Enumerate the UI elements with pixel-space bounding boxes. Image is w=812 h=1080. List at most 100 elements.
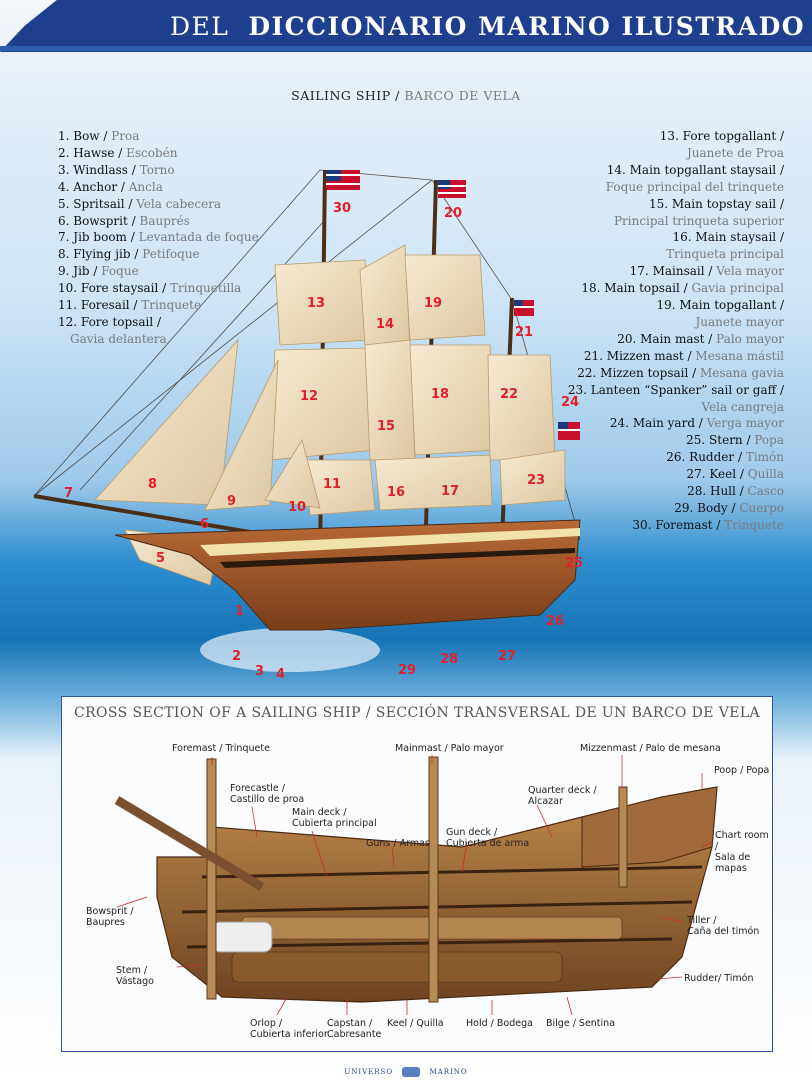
legend-item: 18. Main topsail / Gavia principal (568, 280, 784, 297)
legend-item: 27. Keel / Quilla (568, 466, 785, 483)
footer-left: UNIVERSO (344, 1068, 394, 1076)
legend-item: 5. Spritsail / Vela cabecera (58, 196, 259, 213)
legend-en: 8. Flying jib / (58, 247, 143, 262)
legend-item: 17. Mainsail / Vela mayor (568, 263, 784, 280)
marker-26: 26 (546, 614, 564, 629)
legend-en: 2. Hawse / (58, 145, 127, 160)
legend-en: 11. Foresail / (58, 298, 142, 313)
label-line: Castillo de proa (230, 794, 305, 805)
marker-24: 24 (561, 395, 579, 410)
legend-item: Vela cangreja (568, 399, 784, 416)
legend-es: Trinquetilla (170, 281, 242, 296)
legend-es: Proa (111, 129, 140, 143)
label-line: Baupres (86, 917, 125, 928)
legend-es: Foque principal del trinquete (605, 179, 784, 194)
legend-item: 15. Main topstay sail / (568, 196, 784, 213)
legend-es: Bauprés (139, 213, 190, 228)
legend-item: Foque principal del trinquete (568, 179, 784, 196)
legend-es: Petifoque (142, 247, 200, 262)
marker-12: 12 (300, 389, 318, 404)
marker-3: 3 (255, 664, 264, 679)
legend-en: 6. Bowsprit / (58, 213, 140, 228)
label-orlop: Orlop /Cubierta inferior (250, 1018, 328, 1040)
legend-es: Vela mayor (716, 264, 784, 279)
marker-16: 16 (387, 485, 405, 500)
legend-es: Trinqueta principal (666, 247, 784, 262)
diagram-subtitle: SAILING SHIP / BARCO DE VELA (0, 88, 812, 103)
sailing-ship-illustration: 1 2 3 4 5 6 7 8 9 10 11 12 13 14 15 16 1… (33, 169, 583, 682)
marker-7: 7 (64, 486, 73, 501)
marker-5: 5 (156, 551, 165, 566)
legend-es: Mesana gavia (699, 365, 784, 380)
legend-item: 14. Main topgallant staysail / (568, 162, 784, 179)
legend-en: 25. Stern / (686, 433, 755, 448)
legend-es: Trinquete (141, 298, 202, 313)
legend-es: Torno (139, 162, 175, 177)
legend-item: 2. Hawse / Escobén (58, 145, 259, 162)
legend-item: 30. Foremast / Trinquete (568, 517, 784, 534)
flag-foremast (326, 170, 360, 190)
legend-es: Popa (754, 433, 784, 448)
legend-en: 19. Main topgallant / (656, 298, 784, 313)
legend-en: 14. Main topgallant staysail / (606, 162, 784, 177)
legend-en: 17. Mainsail / (629, 264, 717, 279)
label-tiller: Tiller /Caña del timón (687, 915, 759, 937)
marker-9: 9 (227, 494, 236, 509)
legend-es: Levantada de foque (138, 230, 259, 245)
legend-es: Trinquete (724, 517, 784, 532)
marker-28: 28 (440, 652, 458, 667)
label-line: Stem / (116, 965, 148, 976)
label-line: Main deck / (292, 807, 347, 818)
legend-es: Gavia principal (691, 281, 784, 296)
label-hold: Hold / Bodega (466, 1018, 533, 1029)
legend-item: 24. Main yard / Verga mayor (568, 415, 784, 432)
subtitle-es: BARCO DE VELA (404, 88, 521, 103)
header-banner (0, 0, 812, 52)
legend-es: Vela cangreja (701, 399, 784, 414)
label-line: Cabresante (327, 1029, 382, 1040)
legend-es: Casco (747, 484, 784, 499)
label-line: Capstan / (327, 1018, 373, 1029)
label-line: Orlop / (250, 1018, 283, 1029)
legend-es: Verga mayor (706, 416, 784, 431)
legend-en: 22. Mizzen topsail / (577, 365, 700, 380)
marker-1: 1 (235, 604, 244, 619)
flag-mizzen (514, 300, 534, 316)
marker-22: 22 (500, 387, 518, 402)
label-line: Forecastle / (230, 783, 285, 794)
legend-item: Juanete de Proa (568, 145, 784, 162)
footer-logo: UNIVERSO MARINO (0, 1067, 812, 1077)
label-keel: Keel / Quilla (387, 1018, 444, 1029)
legend-en: 13. Fore topgallant / (659, 129, 784, 143)
legend-item: 20. Main mast / Palo mayor (568, 331, 784, 348)
label-maindeck: Main deck /Cubierta principal (292, 807, 377, 829)
marker-23: 23 (527, 473, 545, 488)
legend-en: 3. Windlass / (58, 162, 140, 177)
legend-item: 3. Windlass / Torno (58, 162, 259, 179)
legend-en: 21. Mizzen mast / (583, 348, 696, 363)
legend-item: 23. Lanteen “Spanker” sail or gaff / (568, 382, 784, 399)
label-guns: Guns / Armas (366, 838, 430, 849)
legend-item: 16. Main staysail / (568, 229, 784, 246)
legend-item: Juanete mayor (568, 314, 784, 331)
legend-es: Principal trinqueta superior (613, 213, 784, 228)
label-forecastle: Forecastle /Castillo de proa (230, 783, 304, 805)
label-line: Alcazar (528, 796, 563, 807)
legend-en: 27. Keel / (686, 467, 748, 482)
cross-section-title: CROSS SECTION OF A SAILING SHIP / SECCIÓ… (73, 705, 761, 721)
label-line: Cubierta inferior (250, 1029, 328, 1040)
legend-item: 4. Anchor / Ancla (58, 179, 259, 196)
legend-en: 26. Rudder / (666, 450, 746, 465)
marker-18: 18 (431, 387, 449, 402)
legend-en: 20. Main mast / (617, 331, 717, 346)
label-line: Cubierta de arma (446, 838, 530, 849)
marker-20: 20 (444, 206, 462, 221)
marker-25: 25 (565, 556, 583, 571)
legend-item: 25. Stern / Popa (568, 432, 784, 449)
legend-es: Ancla (128, 179, 163, 194)
legend-en: 7. Jib boom / (58, 230, 139, 245)
legend-es: Gavia delantera (70, 331, 167, 346)
marker-2: 2 (232, 649, 241, 664)
legend-item: 9. Jib / Foque (58, 263, 259, 280)
legend-en: 9. Jib / (58, 264, 102, 279)
